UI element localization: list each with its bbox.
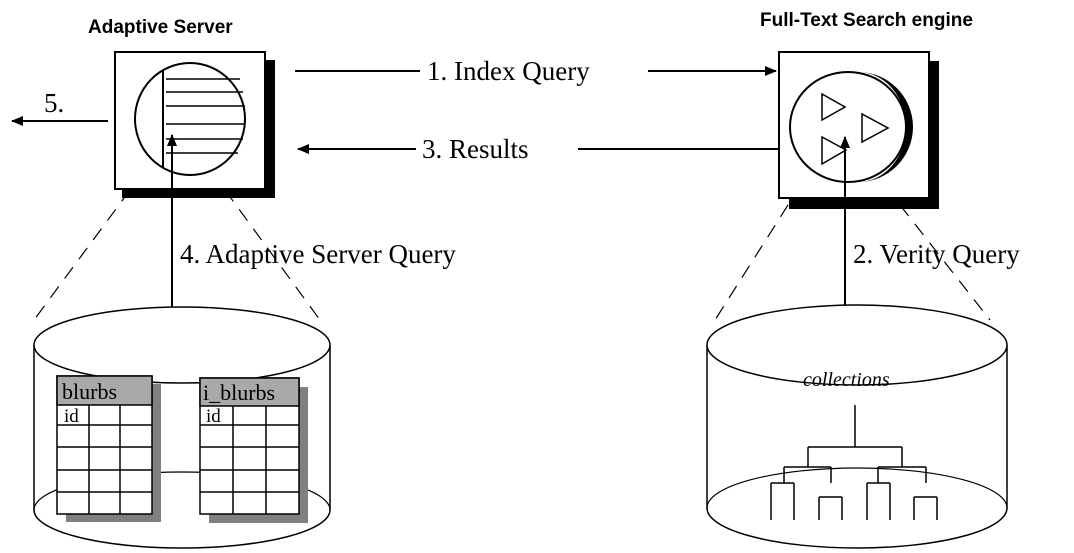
- fts-collections-database: [706, 304, 1008, 549]
- adaptive-server-title: Adaptive Server: [88, 17, 233, 38]
- table-blurbs: blurbs id: [56, 375, 161, 522]
- adaptive-server-query-label: 4. Adaptive Server Query: [180, 239, 456, 269]
- flow-adaptive-server-query: 4. Adaptive Server Query: [167, 134, 456, 369]
- index-query-label: 1. Index Query: [427, 56, 590, 86]
- table-i-blurbs-column: id: [206, 406, 221, 427]
- flow-verity-query: 2. Verity Query: [840, 136, 1020, 367]
- table-i-blurbs-name: i_blurbs: [203, 380, 275, 405]
- table-blurbs-name: blurbs: [62, 379, 117, 404]
- step-5-label: 5.: [44, 88, 64, 118]
- collections-label: collections: [803, 369, 890, 391]
- server-icon: [134, 62, 246, 176]
- adaptive-server-box: [114, 51, 275, 198]
- collections-tree: [770, 405, 938, 520]
- fts-engine-box: [778, 51, 939, 209]
- search-engine-icon: [789, 71, 913, 183]
- flow-step-5: 5.: [11, 88, 108, 126]
- flow-index-query: 1. Index Query: [295, 56, 777, 86]
- results-label: 3. Results: [422, 134, 529, 164]
- fts-engine-title: Full-Text Search engine: [760, 10, 973, 31]
- flow-results: 3. Results: [297, 134, 778, 164]
- table-i-blurbs: i_blurbs id: [199, 377, 308, 523]
- projection-lines: [33, 189, 991, 321]
- table-blurbs-column: id: [64, 406, 79, 427]
- verity-query-label: 2. Verity Query: [853, 239, 1020, 269]
